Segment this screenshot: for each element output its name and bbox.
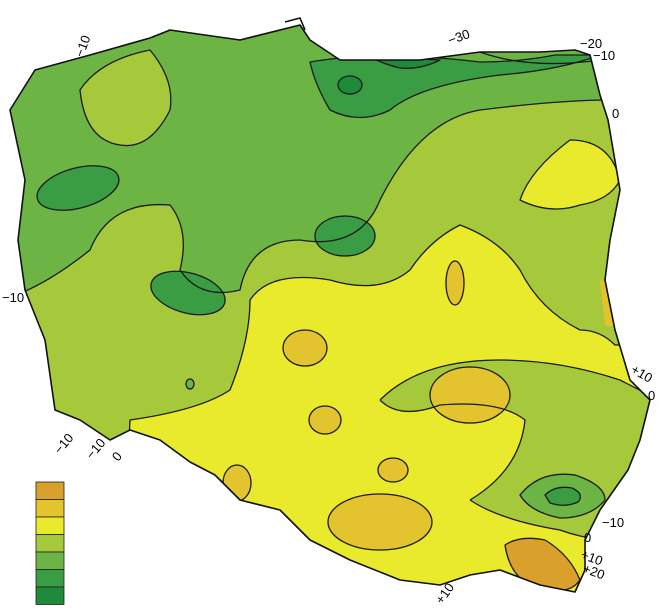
- label-se-plus20: +20: [581, 561, 607, 583]
- label-se-minus10: −10: [602, 515, 624, 530]
- label-se-plus10: +10: [579, 547, 605, 569]
- zone-plus20-7: [446, 261, 464, 305]
- zone-plus20-5: [378, 458, 408, 482]
- zone-minus20-3: [150, 271, 226, 315]
- label-nw-minus10: −10: [72, 33, 94, 59]
- zone-minus20-2: [315, 216, 375, 256]
- label-north-minus30: −30: [446, 26, 472, 48]
- legend-swatch-z-plus20: [35, 499, 65, 518]
- zone-minus30-pocket: [338, 76, 362, 94]
- label-ne-minus10: −10: [593, 48, 615, 63]
- contour-lines: [10, 49, 650, 592]
- zone-minus10-small: [186, 379, 194, 389]
- zone-minus20-southeast: [545, 487, 581, 506]
- hel-peninsula: [284, 17, 306, 31]
- legend-swatch-z-0: [35, 534, 65, 553]
- legend-swatch-z-minus10: [35, 551, 65, 570]
- legend-swatch-z-plus10: [35, 516, 65, 535]
- zone-plus20-3: [309, 406, 341, 434]
- label-se-zero: 0: [584, 530, 591, 545]
- zone-plus20-2: [430, 367, 510, 423]
- zone-0-northwest: [80, 50, 171, 146]
- legend: [35, 481, 65, 605]
- label-ne-minus20: −20: [580, 36, 602, 51]
- label-sw-minus10-b: −10: [83, 435, 109, 462]
- label-east-edge-zero: 0: [648, 388, 655, 403]
- label-sw-zero: 0: [109, 449, 125, 464]
- zone-plus30-southeast: [505, 538, 580, 592]
- legend-swatch-z-plus30: [35, 481, 65, 500]
- label-sw-minus10-a: −10: [51, 430, 77, 457]
- label-ne-zero: 0: [612, 106, 619, 121]
- zone-plus20-1: [283, 330, 327, 366]
- legend-swatch-z-minus20: [35, 569, 65, 588]
- zone-minus20-1: [37, 165, 119, 211]
- zone-plus20-6: [328, 494, 432, 550]
- legend-swatch-z-minus30: [35, 586, 65, 605]
- label-west-minus10: −10: [2, 290, 24, 305]
- zone-minus20-north: [310, 55, 600, 118]
